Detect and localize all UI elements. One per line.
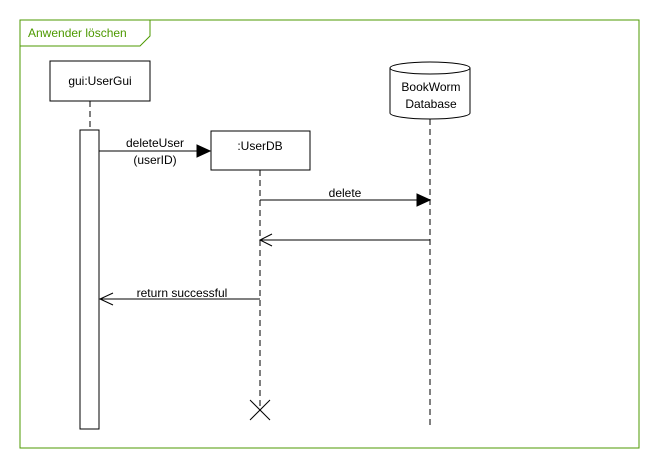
lifeline-userdb-label: :UserDB — [237, 139, 282, 153]
database-label-line2: Database — [405, 97, 457, 111]
lifeline-userdb: :UserDB — [210, 130, 311, 421]
frame: Anwender löschen — [19, 19, 640, 449]
database-label-line1: BookWorm — [401, 80, 460, 94]
lifeline-userdb-head — [210, 130, 311, 171]
lifeline-database: BookWorm Database — [389, 61, 471, 428]
destroy-mark — [249, 399, 271, 421]
message-return-successful-arrowhead — [98, 292, 114, 306]
frame-title-tab — [19, 19, 151, 47]
message-delete-user: deleteUser (userID) — [99, 136, 212, 167]
activation-bar-gui — [79, 129, 100, 430]
message-delete-user-arrowhead — [196, 144, 212, 158]
message-delete-user-label-line2: (userID) — [133, 153, 176, 167]
frame-title: Anwender löschen — [28, 26, 127, 40]
lifeline-gui-label: gui:UserGui — [68, 74, 131, 88]
message-delete: delete — [260, 186, 432, 207]
message-delete-arrowhead — [416, 193, 432, 207]
message-return-successful-label: return successful — [137, 286, 228, 300]
lifeline-gui-head — [49, 60, 151, 102]
message-return-from-db — [258, 233, 430, 247]
database-cylinder-top — [389, 61, 471, 75]
message-delete-user-label-line1: deleteUser — [126, 136, 184, 150]
lifeline-gui: gui:UserGui — [49, 60, 151, 430]
message-delete-label: delete — [329, 186, 362, 200]
frame-border — [19, 19, 640, 449]
message-return-successful: return successful — [98, 286, 260, 306]
message-return-from-db-arrowhead — [258, 233, 273, 247]
